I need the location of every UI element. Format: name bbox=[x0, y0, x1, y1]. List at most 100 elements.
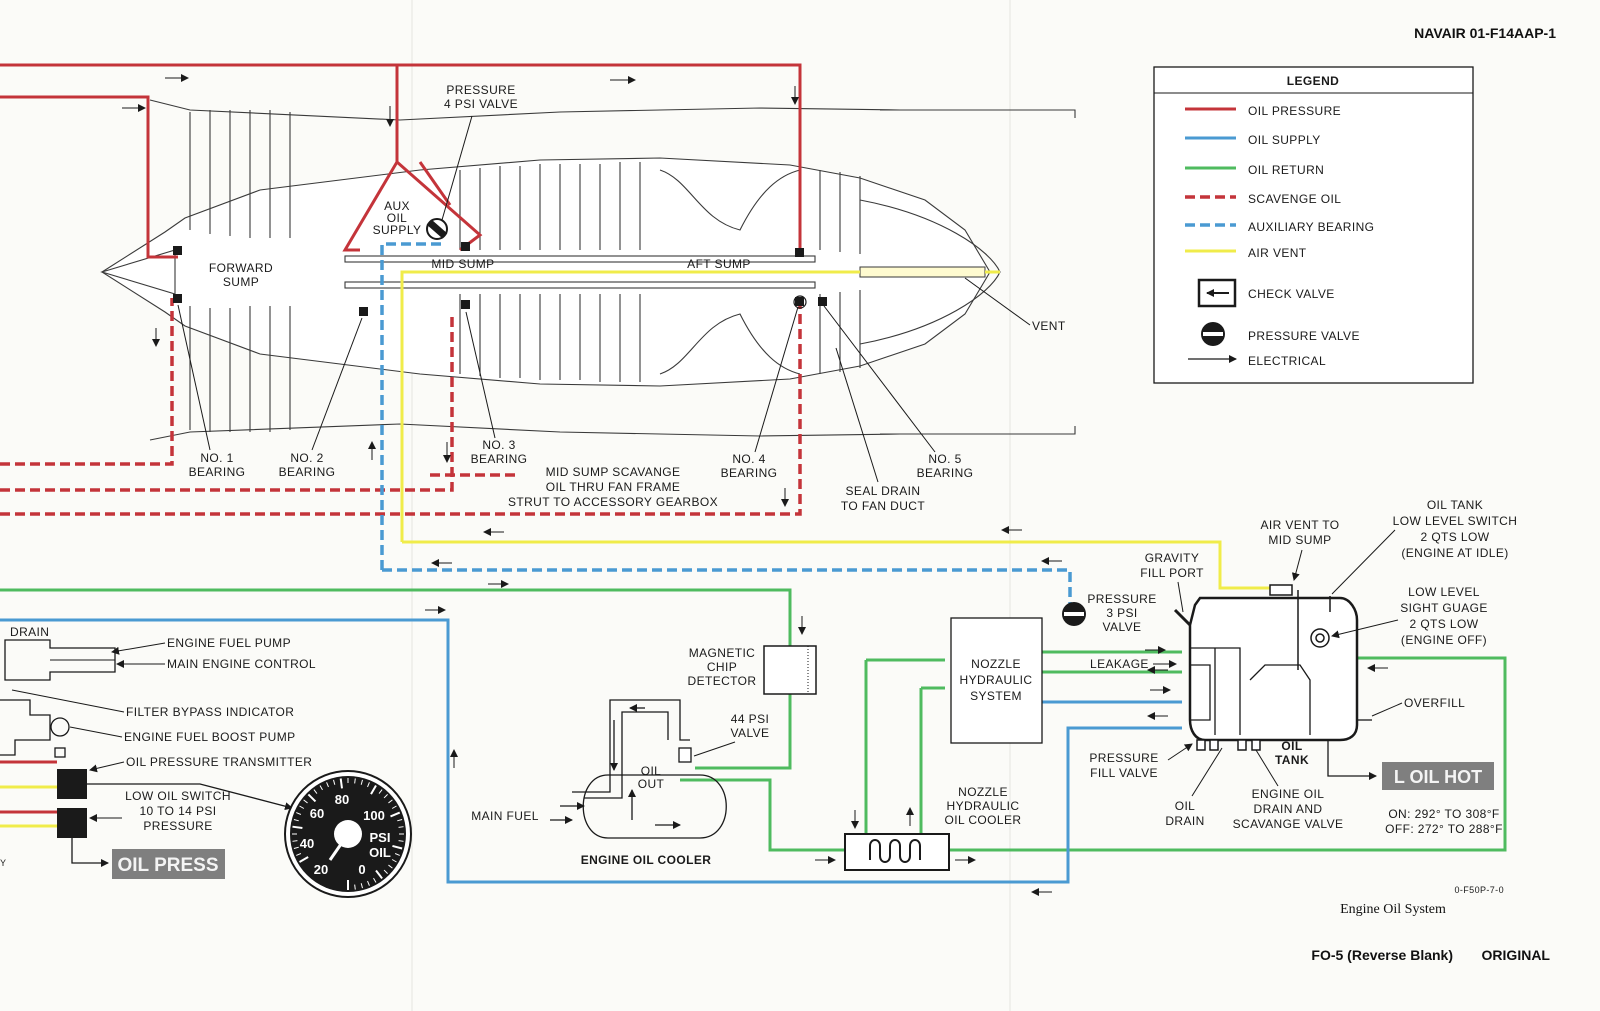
low-level-switch-label-4: (ENGINE AT IDLE) bbox=[1401, 546, 1508, 560]
drain-scavange-label-1: ENGINE OIL bbox=[1252, 787, 1325, 801]
gauge-tick bbox=[360, 779, 363, 785]
overfill-label: OVERFILL bbox=[1404, 696, 1465, 710]
gauge-tick bbox=[392, 844, 403, 850]
gauge-tick bbox=[293, 819, 299, 822]
gauge-tick bbox=[375, 869, 383, 880]
vent-tube bbox=[859, 266, 986, 278]
sight-gauge-label-1: LOW LEVEL bbox=[1408, 585, 1480, 599]
leader-line bbox=[1177, 581, 1184, 613]
gauge-tick bbox=[370, 785, 377, 795]
legend-label: OIL PRESSURE bbox=[1248, 104, 1341, 118]
bearing-2-label-2: BEARING bbox=[279, 465, 336, 479]
pressure-valve-3psi-icon bbox=[1062, 602, 1086, 626]
gauge-tick bbox=[378, 789, 383, 794]
pressure-3psi-label-1: PRESSURE bbox=[1087, 592, 1156, 606]
gauge-tick bbox=[292, 840, 298, 842]
compressor-stages-upper bbox=[459, 162, 641, 250]
gauge-tick bbox=[367, 880, 370, 886]
oil-press-caution-text: OIL PRESS bbox=[117, 855, 218, 876]
low-oil-switch-label-2: 10 TO 14 PSI bbox=[139, 804, 216, 818]
low-level-switch-label-1: OIL TANK bbox=[1427, 498, 1483, 512]
leader-line bbox=[177, 304, 211, 451]
gauge-tick bbox=[388, 864, 393, 869]
oil-press-caution-light: OIL PRESS bbox=[112, 849, 225, 879]
leader-line bbox=[465, 311, 496, 439]
magnetic-chip-label-3: DETECTOR bbox=[688, 674, 757, 688]
gauge-tick bbox=[383, 794, 388, 799]
bearing-3-label-1: NO. 3 bbox=[482, 438, 515, 452]
document-id: NAVAIR 01-F14AAP-1 bbox=[1414, 25, 1556, 41]
leader-line bbox=[823, 305, 936, 453]
gauge-tick bbox=[303, 799, 308, 804]
gauge-tick bbox=[339, 778, 343, 789]
gauge-tick bbox=[333, 779, 336, 785]
main-engine-control-label: MAIN ENGINE CONTROL bbox=[167, 657, 316, 671]
oil-tank-label-1: OIL bbox=[1281, 739, 1302, 753]
leader-line bbox=[69, 726, 123, 738]
gauge-tick bbox=[292, 825, 303, 829]
legend-box: LEGEND OIL PRESSURE OIL SUPPLY OIL RETUR… bbox=[1153, 66, 1474, 384]
legend-label: OIL RETURN bbox=[1248, 163, 1324, 177]
turbine-upper bbox=[819, 170, 861, 254]
air-vent-label-1: AIR VENT TO bbox=[1260, 518, 1339, 532]
engine-oil-cooler-label: ENGINE OIL COOLER bbox=[581, 853, 712, 867]
gauge-tick-label: 20 bbox=[314, 862, 328, 877]
leader-line bbox=[1167, 743, 1193, 761]
check-valve-icon bbox=[1197, 278, 1237, 308]
gauge-tick bbox=[299, 805, 305, 809]
mid-sump-label: MID SUMP bbox=[431, 257, 494, 271]
scavenge-oil-lines bbox=[0, 298, 802, 516]
gauge-tick bbox=[354, 778, 356, 784]
sight-gauge-label-3: 2 QTS LOW bbox=[1410, 617, 1479, 631]
pressure-transmitter-label: OIL PRESSURE TRANSMITTER bbox=[126, 755, 312, 769]
off-range-label: OFF: 272° TO 288°F bbox=[1385, 822, 1503, 836]
legend-label: AIR VENT bbox=[1248, 246, 1307, 260]
low-level-switch-label-3: 2 QTS LOW bbox=[1421, 530, 1490, 544]
nozzle-cooler-label-2: HYDRAULIC bbox=[947, 799, 1020, 813]
gauge-tick-label: 60 bbox=[310, 806, 324, 821]
gauge-tick bbox=[296, 812, 302, 815]
leader-line bbox=[11, 689, 125, 713]
gauge-tick bbox=[354, 884, 356, 890]
gauge-tick bbox=[319, 785, 323, 791]
nozzle-system-label-1: NOZZLE bbox=[971, 657, 1021, 671]
pressure-transmitter-wiring bbox=[0, 760, 293, 867]
main-shaft-upper bbox=[344, 255, 816, 263]
forward-sump-label-2: SUMP bbox=[223, 275, 259, 289]
bearing-4-label-2: BEARING bbox=[721, 466, 778, 480]
aux-oil-supply-label-1: AUX bbox=[384, 199, 410, 213]
legend-label: OIL SUPPLY bbox=[1248, 133, 1321, 147]
filter-bypass-label: FILTER BYPASS INDICATOR bbox=[126, 705, 294, 719]
oil-drain-label-2: DRAIN bbox=[1165, 814, 1204, 828]
turbine-lower bbox=[819, 290, 861, 374]
pressure-fill-label-2: FILL VALVE bbox=[1090, 766, 1158, 780]
leakage-label: LEAKAGE bbox=[1090, 657, 1149, 671]
pressure-valve-4psi-icon bbox=[426, 218, 448, 240]
on-range-label: ON: 292° TO 308°F bbox=[1388, 807, 1499, 821]
gauge-unit-label: OIL bbox=[369, 845, 391, 860]
vent-label: VENT bbox=[1032, 319, 1066, 333]
gauge-tick bbox=[367, 782, 370, 788]
gauge-tick bbox=[293, 846, 299, 849]
nozzle-cooler-label-3: OIL COOLER bbox=[945, 813, 1022, 827]
gauge-tick bbox=[394, 853, 400, 856]
leader-line bbox=[311, 317, 363, 451]
gauge-tick bbox=[373, 877, 377, 883]
valve-44-label-2: VALVE bbox=[731, 726, 770, 740]
combustor-upper bbox=[659, 169, 801, 231]
gauge-tick bbox=[360, 883, 363, 889]
drain-scavange-label-2: DRAIN AND bbox=[1254, 802, 1323, 816]
oil-tank bbox=[1173, 584, 1377, 780]
leader-line bbox=[441, 115, 473, 221]
leader-line bbox=[1255, 749, 1279, 787]
seal-drain-label-1: SEAL DRAIN bbox=[846, 484, 921, 498]
seal-drain-label-2: TO FAN DUCT bbox=[841, 499, 925, 513]
l-oil-hot-caution-light: L OIL HOT bbox=[1382, 762, 1494, 790]
gauge-tick bbox=[383, 869, 388, 874]
flow-arrows bbox=[122, 74, 1388, 896]
legend-title: LEGEND bbox=[1287, 74, 1339, 88]
leader-line bbox=[1371, 702, 1403, 717]
mid-sump-scavenge-label-3: STRUT TO ACCESSORY GEARBOX bbox=[508, 495, 718, 509]
oil-tank-label-2: TANK bbox=[1275, 753, 1309, 767]
